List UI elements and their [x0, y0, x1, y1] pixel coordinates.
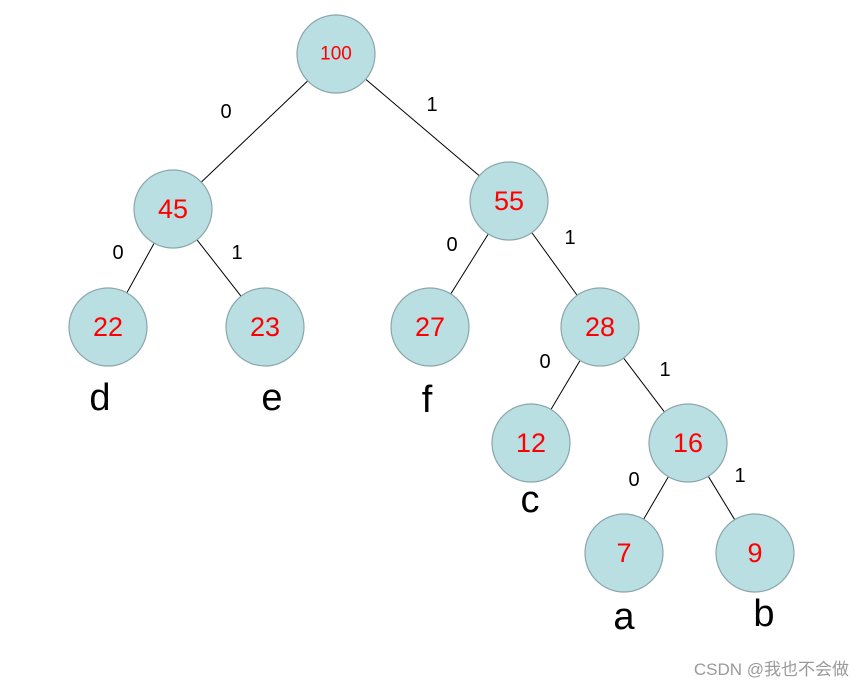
edge-label-n16-n7: 0: [628, 469, 639, 491]
node-value-n45: 45: [158, 194, 188, 224]
edge-label-n28-n16: 1: [659, 359, 670, 381]
edge-label-n55-n27: 0: [446, 234, 457, 256]
node-n22: 22: [68, 287, 148, 367]
node-n12: 12: [491, 403, 571, 483]
node-value-n22: 22: [93, 312, 123, 342]
leaf-label-n7: a: [613, 596, 635, 638]
edge-n16-n9: [707, 476, 736, 520]
edge-label-n55-n28: 1: [564, 227, 575, 249]
leaf-labels-layer: d e f c a b: [89, 377, 774, 638]
node-circle-n22: [68, 287, 148, 367]
node-n9: 9: [715, 513, 795, 593]
node-value-n100: 100: [320, 44, 352, 65]
leaf-label-n12: c: [521, 479, 540, 521]
edge-n45-n22: [126, 242, 155, 294]
node-circle-n45: [133, 169, 213, 249]
leaf-label-n22: d: [89, 377, 110, 419]
edge-n55-n27: [450, 233, 489, 295]
node-n55: 55: [469, 161, 549, 241]
node-value-n55: 55: [494, 186, 524, 216]
node-n16: 16: [648, 403, 728, 483]
edge-n16-n7: [643, 476, 669, 520]
node-circle-n27: [390, 287, 470, 367]
node-n45: 45: [133, 169, 213, 249]
node-circle-n12: [491, 403, 571, 483]
node-circle-n9: [715, 513, 795, 593]
edges-layer: [126, 78, 736, 520]
node-value-n23: 23: [250, 312, 280, 342]
node-n27: 27: [390, 287, 470, 367]
node-value-n27: 27: [415, 312, 445, 342]
edge-n28-n12: [550, 360, 581, 410]
edge-label-n16-n9: 1: [734, 465, 745, 487]
watermark: CSDN @我也不会做: [693, 660, 849, 679]
node-circle-n7: [584, 513, 664, 593]
edge-n100-n45: [200, 80, 309, 183]
edge-labels-layer: 0 1 0 1 0 1 0 1 0 1: [112, 94, 745, 491]
node-circle-n55: [469, 161, 549, 241]
leaf-label-n23: e: [261, 377, 282, 419]
edge-n100-n55: [365, 78, 480, 177]
edge-label-n28-n12: 0: [539, 351, 550, 373]
edge-n28-n16: [623, 357, 665, 413]
node-value-n16: 16: [673, 428, 703, 458]
leaf-label-n9: b: [753, 593, 774, 635]
node-value-n12: 12: [516, 428, 546, 458]
node-n23: 23: [225, 287, 305, 367]
edge-label-n100-n55: 1: [426, 94, 437, 116]
edge-label-n45-n22: 0: [112, 242, 123, 264]
edge-label-n45-n23: 1: [231, 242, 242, 264]
node-value-n7: 7: [616, 538, 631, 568]
node-n100: 100: [296, 14, 376, 94]
node-circle-n28: [560, 287, 640, 367]
edge-n45-n23: [196, 239, 242, 297]
node-n28: 28: [560, 287, 640, 367]
node-circle-n16: [648, 403, 728, 483]
leaf-label-n27: f: [422, 379, 433, 421]
node-circle-n23: [225, 287, 305, 367]
node-value-n28: 28: [585, 312, 615, 342]
node-circle-n100: [296, 14, 376, 94]
node-n7: 7: [584, 513, 664, 593]
node-value-n9: 9: [747, 538, 762, 568]
edge-label-n100-n45: 0: [220, 101, 231, 123]
edge-n55-n28: [531, 232, 578, 296]
